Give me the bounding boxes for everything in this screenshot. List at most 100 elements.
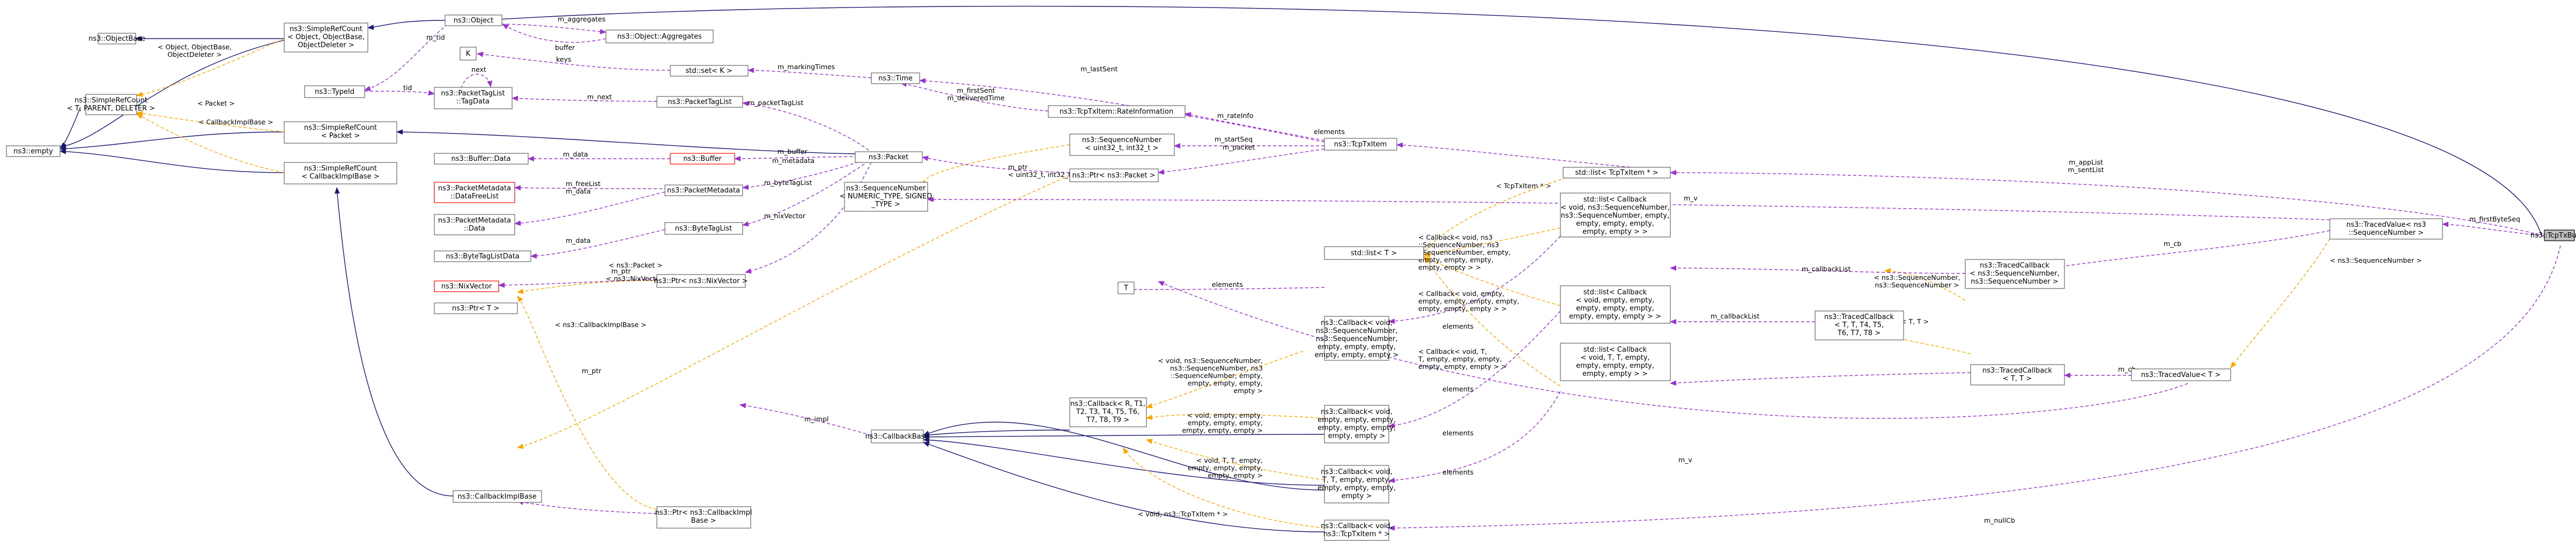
- node-label: ns3::SequenceNumber< NUMERIC_TYPE, SIGNE…: [840, 184, 932, 209]
- node-ns3-packettaglist[interactable]: ns3::PacketTagList: [656, 96, 743, 108]
- node-ns3-empty[interactable]: ns3::empty: [6, 145, 61, 157]
- edge-template-tracedcallback-seq: [1884, 268, 1966, 301]
- edge-inherit-simplerefcount-cib-to-empty: [60, 149, 285, 173]
- edge-use-m-metadata: [742, 158, 869, 190]
- edge-use-m-first-byte-seq: [2442, 221, 2545, 236]
- node-ns3-callback-r[interactable]: ns3::Callback< R, T1,T2, T3, T4, T5, T6,…: [1069, 397, 1147, 427]
- node-std-list-callback-tt[interactable]: std::list< Callback< void, T, T, empty,e…: [1560, 343, 1671, 381]
- node-ns3-callback-void-tt[interactable]: ns3::Callback< void,T, T, empty, empty,e…: [1317, 465, 1396, 503]
- node-std-set[interactable]: std::set< K >: [670, 65, 749, 77]
- node-ns3-packetmetadata[interactable]: ns3::PacketMetadata: [664, 184, 743, 196]
- node-ns3-object[interactable]: ns3::Object: [445, 14, 502, 26]
- node-ns3-buffer[interactable]: ns3::Buffer: [670, 153, 735, 165]
- node-ns3-sequencenumber-numeric[interactable]: ns3::SequenceNumber< NUMERIC_TYPE, SIGNE…: [840, 182, 932, 212]
- label-nix-template: < ns3::NixVector >: [606, 275, 670, 283]
- label-void-tcp-template: < void, ns3::TcpTxItem * >: [1138, 510, 1228, 518]
- edge-template-std-list-callback-tt: [1424, 257, 1561, 387]
- node-ns3-callback-seq[interactable]: ns3::Callback< void,ns3::SequenceNumber,…: [1315, 316, 1399, 361]
- edge-template-callback-seq: [1146, 351, 1304, 409]
- node-ns3-callback-void-empty[interactable]: ns3::Callback< void,empty, empty, empty,…: [1317, 405, 1396, 443]
- node-label: ns3::SimpleRefCount< Packet >: [304, 124, 377, 140]
- node-ns3-object-aggregates[interactable]: ns3::Object::Aggregates: [605, 29, 714, 43]
- edge-use-m-tid: [364, 24, 448, 91]
- label-line: < void, T, T, empty,: [1196, 456, 1263, 464]
- node-label: std::list< Callback< void, ns3::Sequence…: [1560, 196, 1669, 236]
- label-m-rate-info: m_rateInfo: [1217, 112, 1253, 120]
- node-ns3-packetmetadata-datafreelist[interactable]: ns3::PacketMetadata::DataFreeList: [434, 182, 515, 203]
- node-ns3-objectbase[interactable]: ns3::ObjectBase: [88, 33, 145, 45]
- node-label: ns3::Object: [454, 17, 493, 25]
- node-ns3-tcptxitem-rateinformation[interactable]: ns3::TcpTxItem::RateInformation: [1048, 105, 1186, 118]
- node-label: std::list< TcpTxItem * >: [1575, 169, 1658, 177]
- node-std-list-t[interactable]: std::list< T >: [1324, 246, 1424, 260]
- node-ns3-packetmetadata-data[interactable]: ns3::PacketMetadata::Data: [434, 214, 515, 235]
- node-ns3-simplerefcount-callbackimplbase[interactable]: ns3::SimpleRefCount< CallbackImplBase >: [284, 162, 397, 184]
- node-label: ns3::ObjectBase: [88, 35, 145, 43]
- node-ns3-callbackimplbase[interactable]: ns3::CallbackImplBase: [453, 490, 542, 503]
- node-std-list-tcptxitem[interactable]: std::list< TcpTxItem * >: [1563, 167, 1671, 179]
- node-ns3-tracedcallback-t[interactable]: ns3::TracedCallback< T, T >: [1970, 364, 2065, 386]
- node-ns3-simplerefcount-tpd[interactable]: ns3::SimpleRefCount< T, PARENT, DELETER …: [67, 94, 155, 115]
- edge-use-keys: [477, 51, 671, 71]
- node-ns3-ptr-nixvector[interactable]: ns3::Ptr< ns3::NixVector >: [654, 274, 748, 288]
- edge-use-m-ptr-cib: [517, 499, 657, 514]
- node-ns3-time[interactable]: ns3::Time: [871, 72, 920, 84]
- node-t[interactable]: T: [1117, 281, 1135, 294]
- node-ns3-tracedvalue-t[interactable]: ns3::TracedValue< T >: [2131, 368, 2231, 381]
- label-m-free-list: m_freeList: [566, 180, 601, 188]
- node-ns3-tcptxbuffer[interactable]: ns3::TcpTxBuffer: [2530, 229, 2576, 241]
- node-ns3-bytetaglist[interactable]: ns3::ByteTagList: [664, 222, 743, 235]
- edge-use-m-packet: [1158, 149, 1325, 175]
- edge-inherit-simplerefcount-object-to-empty: [60, 40, 285, 149]
- node-label: ns3::PacketMetadata::DataFreeList: [438, 184, 511, 201]
- edge-inherit-object-to-simplerefcount-object: [367, 20, 446, 30]
- node-label: ns3::TcpTxItem: [1334, 140, 1387, 149]
- node-ns3-ptr-packet[interactable]: ns3::Ptr< ns3::Packet >: [1069, 168, 1159, 182]
- label-cib-template-2: < ns3::CallbackImplBase >: [555, 321, 646, 329]
- node-ns3-ptr-t[interactable]: ns3::Ptr< T >: [434, 302, 518, 314]
- label-elements-void-tt-2: elements: [1442, 468, 1474, 476]
- node-label: ns3::PacketTagList: [668, 98, 731, 106]
- edge-inherit-callback-void-tt-to-callbackbase: [923, 437, 1325, 486]
- node-label: ns3::PacketMetadata::Data: [438, 217, 511, 233]
- node-ns3-tcptxitem[interactable]: ns3::TcpTxItem: [1324, 138, 1397, 151]
- node-std-list-callback-seq[interactable]: std::list< Callback< void, ns3::Sequence…: [1560, 192, 1671, 238]
- node-label: ns3::SimpleRefCount< T, PARENT, DELETER …: [67, 97, 155, 113]
- node-ns3-buffer-data[interactable]: ns3::Buffer::Data: [434, 153, 529, 165]
- edge-use-m-cb-seq: [2051, 230, 2330, 270]
- node-std-list-callback-void[interactable]: std::list< Callback< void, empty, empty,…: [1560, 285, 1671, 324]
- node-ns3-callbackbase[interactable]: ns3::CallbackBase: [865, 429, 929, 443]
- node-ns3-packettaglist-tagdata[interactable]: ns3::PacketTagList::TagData: [434, 87, 513, 109]
- node-ns3-packet[interactable]: ns3::Packet: [855, 151, 923, 163]
- node-label: ns3::TracedValue< ns3::SequenceNumber >: [2346, 221, 2426, 237]
- edge-use-m-data-metadata: [514, 191, 665, 226]
- node-label: ns3::Callback< R, T1,T2, T3, T4, T5, T6,…: [1070, 400, 1145, 424]
- node-ns3-sequencenumber-u32[interactable]: ns3::SequenceNumber< uint32_t, int32_t >: [1069, 134, 1175, 156]
- node-ns3-callback-tcptxitem[interactable]: ns3::Callback< void,ns3::TcpTxItem * >: [1321, 520, 1393, 541]
- node-label: ns3::ByteTagList: [675, 225, 732, 233]
- node-ns3-nixvector[interactable]: ns3::NixVector: [434, 280, 499, 292]
- node-ns3-tracedcallback-seq[interactable]: ns3::TracedCallback< ns3::SequenceNumber…: [1965, 259, 2065, 289]
- label-m-callbacklist-seq: m_callbackList: [1802, 265, 1851, 273]
- node-ns3-simplerefcount-object[interactable]: ns3::SimpleRefCount< Object, ObjectBase,…: [284, 23, 368, 53]
- node-ns3-simplerefcount-packet[interactable]: ns3::SimpleRefCount< Packet >: [284, 121, 397, 144]
- node-ns3-tracedcallback-tt[interactable]: ns3::TracedCallback< T, T, T4, T5,T6, T7…: [1815, 310, 1904, 340]
- node-ns3-bytetaglistdata[interactable]: ns3::ByteTagListData: [434, 250, 531, 262]
- edge-use-m-callbacklist-tt: [1670, 372, 1971, 386]
- node-ns3-typeid[interactable]: ns3::TypeId: [304, 85, 365, 98]
- label-packet-template: < ns3::Packet >: [609, 261, 663, 269]
- node-ns3-tracedvalue-seq[interactable]: ns3::TracedValue< ns3::SequenceNumber >: [2329, 218, 2443, 240]
- node-label: ns3::Packet: [869, 153, 909, 161]
- label-elements-void-tt: elements: [1442, 429, 1474, 437]
- label-line: ns3::SequenceNumber >: [1875, 281, 1959, 289]
- node-k[interactable]: K: [460, 47, 477, 61]
- label-line: empty, empty, empty, empty,: [1418, 297, 1519, 305]
- label-m-impl: m_impl: [804, 415, 828, 423]
- label-cb-tt-template: < Callback< void, T,T, empty, empty, emp…: [1418, 347, 1507, 370]
- edge-use-m-ptr-nix: [498, 278, 657, 288]
- label-cb-seq-template: < Callback< void, ns3::SequenceNumber, n…: [1418, 233, 1511, 271]
- label-m-packet-tag-list: m_packetTagList: [748, 99, 803, 107]
- node-label: ns3::NixVector: [441, 283, 492, 291]
